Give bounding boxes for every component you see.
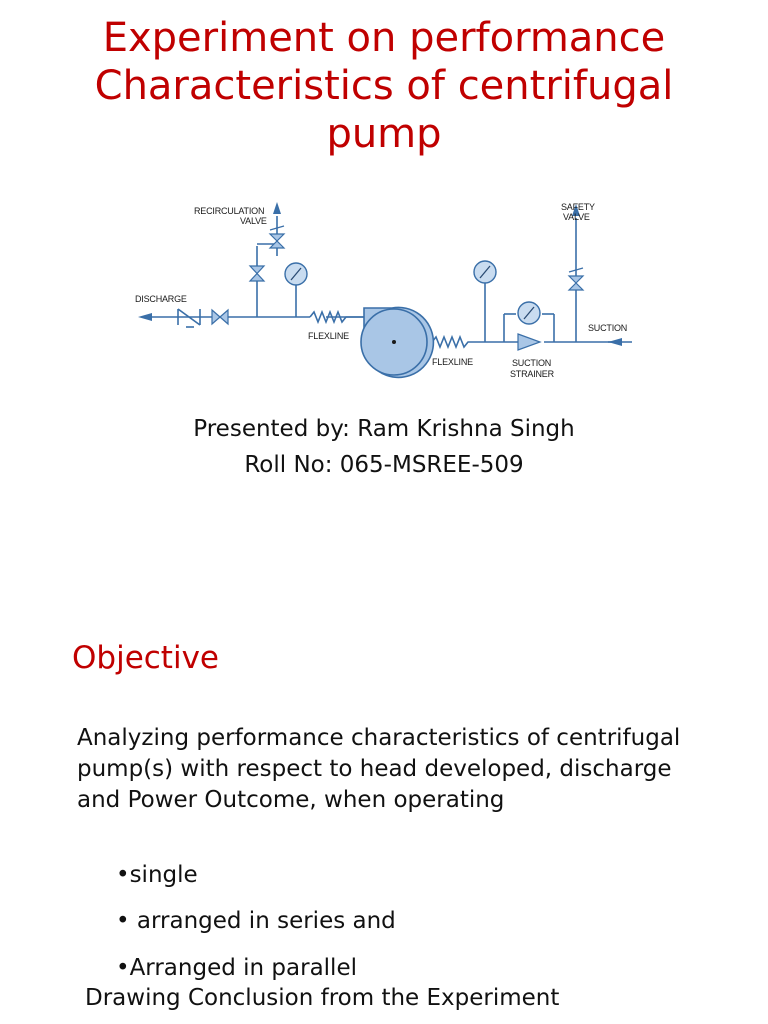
label-safety-valve: VALVE: [563, 212, 590, 222]
label-recirculation: RECIRCULATION: [194, 206, 264, 216]
bullet-series: • arranged in series and: [116, 908, 396, 934]
label-flexline-right: FLEXLINE: [432, 357, 473, 367]
title-line-1: Experiment on performance: [102, 15, 666, 61]
conclusion-text: Drawing Conclusion from the Experiment: [85, 985, 560, 1011]
label-discharge: DISCHARGE: [135, 294, 187, 304]
pump-piping-diagram: RECIRCULATION VALVE SAFETY VALVE DISCHAR…: [135, 202, 632, 379]
label-suction-strainer-1: SUCTION: [512, 358, 551, 368]
label-flexline-left: FLEXLINE: [308, 331, 349, 341]
bullet-parallel: •Arranged in parallel: [116, 955, 357, 981]
title-line-3: pump: [326, 111, 442, 157]
label-suction-strainer-2: STRAINER: [510, 369, 555, 379]
label-safety: SAFETY: [561, 202, 595, 212]
presenter-name: Presented by: Ram Krishna Singh: [193, 416, 575, 442]
slide-title: Experiment on performance Characteristic…: [0, 14, 768, 158]
objective-text: Analyzing performance characteristics of…: [77, 725, 681, 813]
bullet-single: •single: [116, 862, 198, 888]
roll-number: Roll No: 065-MSREE-509: [244, 452, 524, 478]
label-suction: SUCTION: [588, 323, 627, 333]
label-recirculation-valve: VALVE: [240, 216, 267, 226]
title-line-2: Characteristics of centrifugal: [94, 63, 674, 109]
objective-heading: Objective: [72, 640, 219, 676]
